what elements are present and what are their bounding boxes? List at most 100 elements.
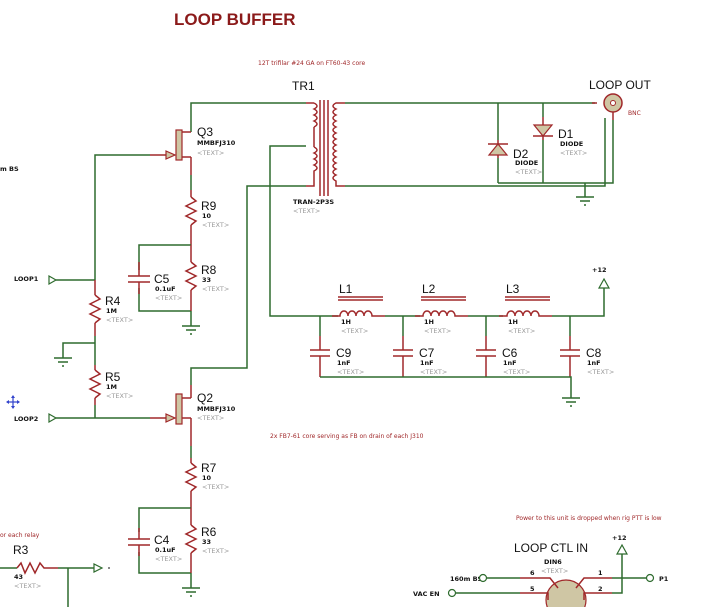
wire: [138, 244, 191, 270]
loop-out-type: BNC: [628, 110, 641, 117]
q2-text: <TEXT>: [197, 414, 224, 422]
c9-text: <TEXT>: [337, 368, 364, 376]
wire: [345, 118, 606, 187]
capacitor-c8[interactable]: C8 1nF <TEXT>: [560, 336, 614, 377]
wire: [94, 154, 150, 280]
l3-value: 1H: [508, 318, 518, 326]
c7-value: 1nF: [420, 359, 434, 367]
l3-text: <TEXT>: [508, 327, 535, 335]
pin-6-label: 6: [530, 569, 535, 577]
band-160-label-partial: m BS: [0, 165, 19, 173]
port-p1[interactable]: P1: [645, 573, 669, 584]
r6-value: 33: [202, 538, 211, 546]
l1-value: 1H: [341, 318, 351, 326]
r5-ref: R5: [105, 370, 121, 384]
ground-symbol: [576, 183, 594, 206]
capacitor-c5[interactable]: C5 0.1uF <TEXT>: [128, 262, 182, 302]
tr1-ref: TR1: [292, 79, 315, 93]
fb-note: 2x FB7-61 core serving as FB on drain of…: [270, 433, 424, 440]
resistor-r7[interactable]: R7 10 <TEXT>: [184, 458, 229, 508]
plus12-label: +12: [592, 266, 607, 274]
pin-2-label: 2: [598, 585, 603, 593]
capacitor-c6[interactable]: C6 1nF <TEXT>: [476, 336, 530, 377]
port-vac-en[interactable]: VAC EN: [413, 588, 457, 599]
c8-ref: C8: [586, 346, 602, 360]
d2-value: DIODE: [515, 159, 538, 167]
d1-text: <TEXT>: [560, 149, 587, 157]
resistor-r9[interactable]: R9 10 <TEXT>: [184, 190, 229, 245]
ground-symbol: [54, 357, 72, 367]
r4-value: 1M: [106, 307, 117, 315]
r7-value: 10: [202, 474, 212, 482]
r8-value: 33: [202, 276, 211, 284]
c9-value: 1nF: [337, 359, 351, 367]
move-handle-icon[interactable]: [6, 395, 20, 409]
pin-1-label: 1: [598, 569, 603, 577]
r5-text: <TEXT>: [106, 392, 133, 400]
connector-loop-ctl-in[interactable]: LOOP CTL IN DIN6 <TEXT> 6 5 1 2: [514, 541, 612, 607]
r6-text: <TEXT>: [202, 547, 229, 555]
port-160m-bs[interactable]: 160m BS: [450, 573, 488, 584]
loop1-label: LOOP1: [14, 275, 39, 283]
r4-text: <TEXT>: [106, 316, 133, 324]
l2-text: <TEXT>: [424, 327, 451, 335]
capacitor-c4[interactable]: C4 0.1uF <TEXT>: [128, 528, 182, 563]
power-note: Power to this unit is dropped when rig P…: [516, 515, 662, 522]
c8-value: 1nF: [587, 359, 601, 367]
resistor-r6[interactable]: R6 33 <TEXT>: [184, 508, 229, 573]
ground-symbol: [182, 573, 200, 597]
r4-ref: R4: [105, 294, 121, 308]
capacitor-c9[interactable]: C9 1nF <TEXT>: [310, 336, 364, 377]
wire: [498, 120, 614, 184]
d1-ref: D1: [558, 127, 574, 141]
diode-d1[interactable]: D1 DIODE <TEXT>: [532, 103, 587, 183]
wire: [138, 288, 191, 312]
c5-ref: C5: [154, 272, 170, 286]
port-loop2[interactable]: LOOP2: [14, 412, 58, 424]
plus12-ctl-label: +12: [612, 534, 627, 542]
resistor-r8[interactable]: R8 33 <TEXT>: [184, 245, 229, 311]
r3-value: 43: [14, 573, 23, 581]
l3-ref: L3: [506, 282, 520, 296]
inductor-l3[interactable]: L3 1H <TEXT>: [499, 282, 552, 335]
wire: [320, 376, 572, 398]
c5-text: <TEXT>: [155, 294, 182, 302]
resistor-r4[interactable]: R4 1M <TEXT>: [88, 280, 133, 336]
wire: [552, 287, 605, 317]
inductor-l2[interactable]: L2 1H <TEXT>: [415, 282, 468, 335]
jfet-q3[interactable]: Q3 MMBFJ310 <TEXT>: [150, 125, 236, 161]
relay-note: or each relay: [0, 532, 40, 539]
wire: [612, 554, 623, 594]
jfet-q2[interactable]: Q2 MMBFJ310 <TEXT>: [150, 391, 236, 425]
l2-ref: L2: [422, 282, 436, 296]
diode-d2[interactable]: D2 DIODE <TEXT>: [487, 103, 542, 183]
c7-ref: C7: [419, 346, 435, 360]
band-160-label: 160m BS: [450, 575, 483, 583]
capacitor-c7[interactable]: C7 1nF <TEXT>: [393, 336, 447, 377]
wire: [269, 145, 318, 317]
resistor-r3[interactable]: R3 43 <TEXT>: [0, 543, 58, 590]
tr1-text: <TEXT>: [293, 207, 320, 215]
c9-ref: C9: [336, 346, 352, 360]
c6-ref: C6: [502, 346, 518, 360]
q2-value: MMBFJ310: [197, 405, 236, 413]
port-loop1[interactable]: LOOP1: [14, 274, 58, 286]
c6-text: <TEXT>: [503, 368, 530, 376]
l2-value: 1H: [424, 318, 434, 326]
inductor-l1[interactable]: L1 1H <TEXT>: [332, 282, 385, 335]
l1-ref: L1: [339, 282, 353, 296]
r3-ref: R3: [13, 543, 29, 557]
r7-ref: R7: [201, 461, 217, 475]
c4-ref: C4: [154, 533, 170, 547]
tr1-value: TRAN-2P3S: [293, 198, 334, 206]
q3-text: <TEXT>: [197, 149, 224, 157]
resistor-r5[interactable]: R5 1M <TEXT>: [88, 365, 133, 405]
r7-text: <TEXT>: [202, 483, 229, 491]
wire: [138, 507, 191, 532]
relay-port[interactable]: [93, 563, 110, 573]
vac-en-label: VAC EN: [413, 590, 440, 598]
transformer-tr1[interactable]: TR1 TRAN-2P3S <TEXT>: [292, 79, 345, 215]
pin-5-label: 5: [530, 585, 535, 593]
connector-loop-out[interactable]: LOOP OUT BNC: [589, 78, 651, 120]
transformer-note: 12T trifilar #24 GA on FT60-43 core: [258, 60, 365, 67]
